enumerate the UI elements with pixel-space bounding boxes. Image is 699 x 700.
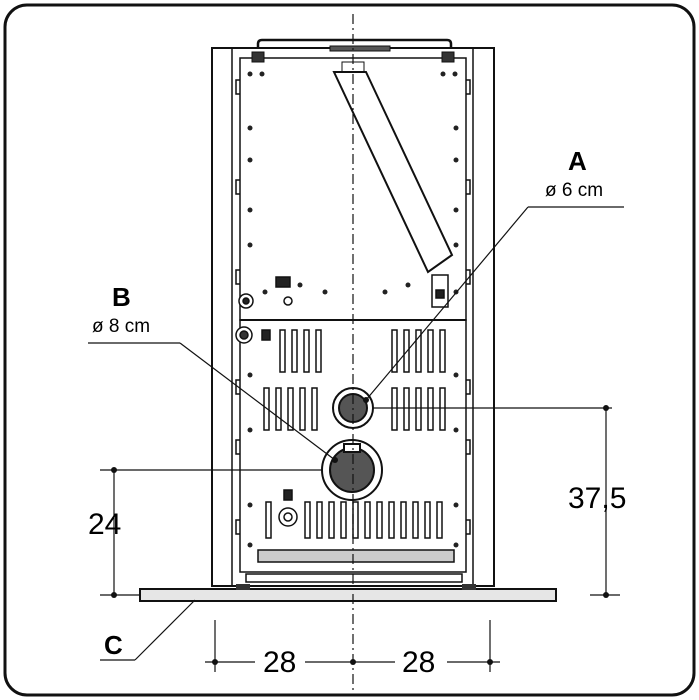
dimension-height-b: 24 <box>88 508 122 541</box>
side-notches <box>235 79 471 535</box>
callout-b-letter: B <box>112 282 131 312</box>
callout-a-letter: A <box>568 146 587 176</box>
bottom-grille <box>257 549 455 563</box>
callout-c-letter: C <box>104 630 123 660</box>
dimension-right-offset: 28 <box>402 646 436 679</box>
outlet-b <box>321 439 383 501</box>
callout-b-diameter: ø 8 cm <box>92 316 151 337</box>
dimension-lines <box>88 206 624 672</box>
screws <box>247 71 459 548</box>
dimension-dots <box>111 397 609 665</box>
base-plate <box>139 588 557 602</box>
vent-slots <box>263 329 446 539</box>
lower-left-components <box>235 326 298 527</box>
top-handle <box>256 38 453 56</box>
feet <box>236 584 476 590</box>
dimension-left-offset: 28 <box>263 646 297 679</box>
dimension-height-a: 37,5 <box>568 482 627 515</box>
callout-a-diameter: ø 6 cm <box>545 180 604 201</box>
upper-components <box>238 274 449 309</box>
diagonal-duct <box>332 71 454 274</box>
